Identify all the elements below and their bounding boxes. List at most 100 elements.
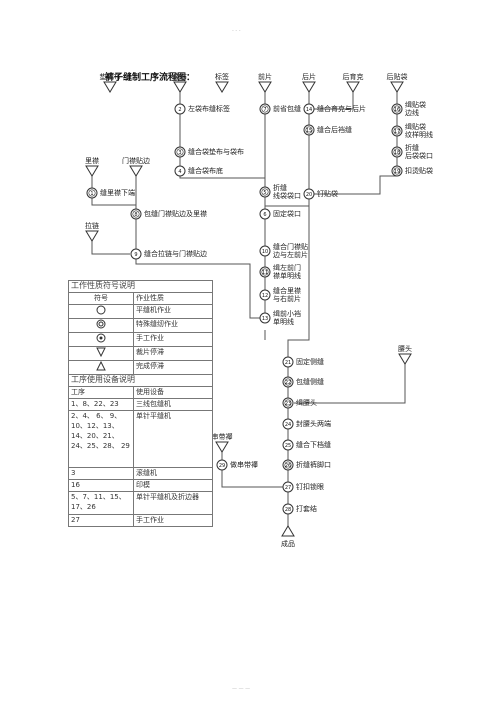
step-8-inner-ring — [132, 210, 140, 218]
step-14-node — [303, 103, 315, 115]
front-panel-label: 前片 — [258, 72, 272, 81]
step-18-inner-ring — [393, 148, 401, 156]
step-3-number: 3 — [178, 150, 181, 156]
step-3-inner-ring — [176, 148, 184, 156]
step-15-node — [303, 124, 315, 136]
step-11-number: 11 — [262, 270, 268, 276]
pocket-facing-label: 垫袋布 — [100, 72, 121, 81]
col-equipment: 使用设备 — [133, 386, 213, 399]
step-25-number: 25 — [285, 443, 291, 449]
step-8-label: 包缝门襟贴边及里襟 — [144, 209, 207, 218]
step-6-label: 固定袋口 — [273, 209, 301, 218]
step-16-node — [391, 103, 403, 115]
step-17-node — [391, 125, 403, 137]
step-5-node — [259, 186, 271, 198]
step-16-inner-ring — [393, 105, 401, 113]
back-panel-triangle-icon — [302, 81, 316, 93]
step-4-label: 缝合袋布底 — [188, 166, 223, 175]
step-17-label: 纹样明线 — [405, 130, 433, 139]
label-tag-label: 标签 — [215, 72, 229, 81]
process-cell: 3 — [68, 467, 134, 480]
process-cell: 16 — [68, 479, 134, 492]
connector-line — [314, 88, 354, 110]
legend-text: 平缝机作业 — [133, 304, 213, 319]
step-6-node — [259, 208, 271, 220]
step-1-label: 缝里襟下端 — [100, 188, 135, 197]
step-24-node — [282, 418, 294, 430]
connector-line — [287, 206, 310, 526]
connector-line — [294, 360, 406, 404]
back-patch-pocket-triangle-icon — [390, 81, 404, 93]
process-cell: 27 — [68, 514, 134, 527]
step-9-number: 9 — [134, 252, 137, 258]
legend-text: 裁片停滞 — [133, 346, 213, 361]
step-19-inner-ring — [393, 167, 401, 175]
step-15-label: 缝合后裆缝 — [317, 125, 352, 134]
step-29-node — [216, 459, 228, 471]
step-29-number: 29 — [219, 463, 225, 469]
back-patch-pocket-label: 后贴袋 — [387, 72, 408, 81]
equipment-cell: 单针平缝机 — [133, 410, 213, 468]
page-title: 裤子缝制工序流程图： — [105, 73, 196, 83]
step-14-label: 缝合育克与后片 — [317, 104, 366, 113]
step-25-label: 缝合下档缝 — [296, 440, 331, 449]
step-16-label: 边线 — [405, 108, 419, 117]
step-8-node — [130, 208, 142, 220]
step-27-number: 27 — [285, 485, 291, 491]
step-25-node — [282, 439, 294, 451]
step-27-label: 钉扣锁眼 — [296, 482, 324, 491]
back-yoke-label: 后育克 — [343, 72, 364, 81]
step-17-number: 17 — [394, 129, 400, 135]
step-1-inner-ring — [88, 189, 96, 197]
step-22-inner-ring — [284, 378, 292, 386]
step-28-label: 打套结 — [296, 504, 317, 513]
step-24-number: 24 — [285, 422, 291, 428]
step-3-node — [174, 146, 186, 158]
step-10-number: 10 — [262, 249, 268, 255]
symbol-legend-title: 工作性质符号说明 — [68, 280, 213, 293]
step-5-inner-ring — [261, 188, 269, 196]
col-nature: 作业性质 — [133, 292, 213, 305]
page-header: - - - — [232, 28, 241, 34]
step-10-label: 边与左前片 — [273, 250, 308, 259]
fly-facing-triangle-icon — [129, 165, 143, 177]
step-16-number: 16 — [394, 107, 400, 113]
step-11-inner-ring — [261, 268, 269, 276]
step-18-label: 后袋袋口 — [405, 151, 433, 160]
finished-product-triangle-icon — [281, 525, 295, 537]
circle-hand-icon — [68, 332, 134, 347]
step-16-label: 缉贴袋 — [405, 100, 426, 109]
step-18-node — [391, 146, 403, 158]
step-9-label: 缝合拉链与门襟贴边 — [144, 249, 207, 258]
step-7-number: 7 — [263, 107, 266, 113]
belt-loop-label: 串带襻 — [212, 432, 233, 441]
step-13-node — [259, 312, 271, 324]
waistband-triangle-icon — [398, 353, 412, 365]
legend-table: 工作性质符号说明 符号作业性质 平缝机作业 特殊缝纫作业 手工作业 裁片停滞 完… — [68, 280, 213, 527]
step-12-label: 与右前片 — [273, 294, 301, 303]
step-3-label: 缝合袋垫布与袋布 — [188, 147, 244, 156]
step-13-label: 缉前小裆 — [273, 309, 301, 318]
legend-text: 手工作业 — [133, 332, 213, 347]
step-26-label: 折缝裤脚口 — [296, 460, 331, 469]
step-26-node — [282, 459, 294, 471]
step-19-label: 扣烫贴袋 — [405, 166, 433, 175]
step-7-node — [259, 103, 271, 115]
step-11-label: 襟单明线 — [273, 271, 301, 280]
step-2-label: 左袋布缝标签 — [188, 104, 230, 113]
step-15-number: 15 — [306, 128, 312, 134]
zipper-triangle-icon — [85, 230, 99, 242]
step-12-number: 12 — [262, 293, 268, 299]
step-4-number: 4 — [178, 169, 181, 175]
triangle-up-icon — [68, 360, 134, 375]
step-17-inner-ring — [393, 127, 401, 135]
step-5-label: 折缝 — [273, 183, 287, 192]
step-17-label: 缉贴袋 — [405, 122, 426, 131]
step-11-label: 缉左前门 — [273, 263, 301, 272]
process-cell: 1、8、22、23 — [68, 398, 134, 411]
step-12-node — [259, 289, 271, 301]
step-2-node — [174, 103, 186, 115]
step-26-inner-ring — [284, 461, 292, 469]
triangle-down-icon — [68, 346, 134, 361]
lining-label: 里襟 — [85, 156, 99, 165]
